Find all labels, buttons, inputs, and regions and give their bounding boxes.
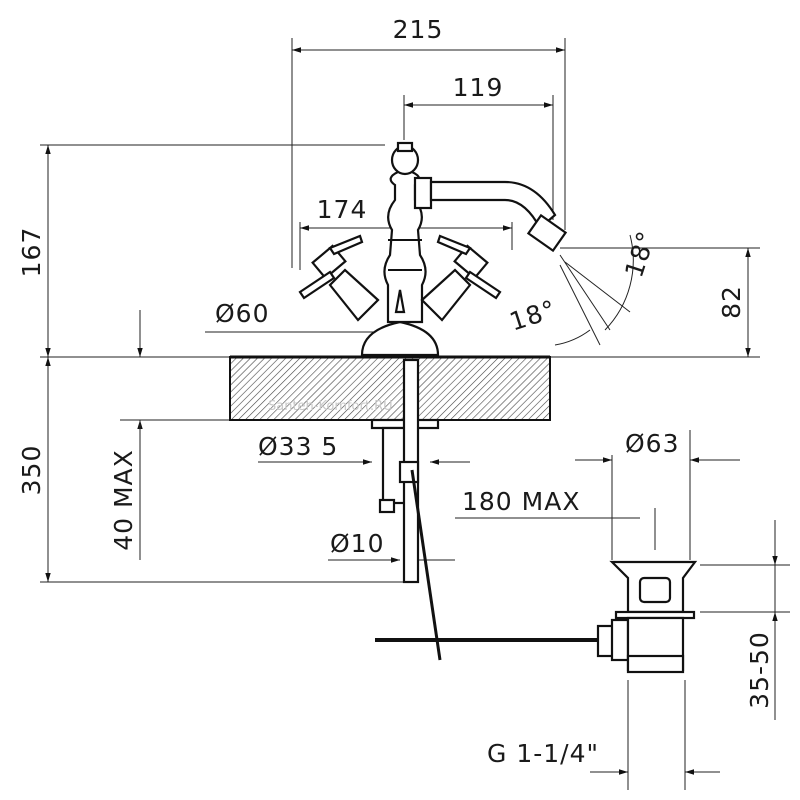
label-total-height: 167 (17, 227, 46, 278)
label-waste-diameter: Ø63 (625, 429, 680, 458)
label-overall-width: 215 (393, 15, 444, 44)
right-cross-handle (420, 234, 502, 322)
label-waste-thread: G 1-1/4" (487, 739, 599, 768)
label-spout-reach: 119 (453, 73, 504, 102)
label-angle-lower: 18° (506, 294, 560, 336)
bidet-spout (413, 176, 568, 253)
label-spout-height: 82 (717, 285, 746, 319)
label-rod-diameter: Ø10 (330, 529, 385, 558)
label-handle-span: 174 (317, 195, 368, 224)
faucet-body (360, 141, 440, 357)
left-cross-handle (298, 234, 380, 322)
label-waste-range: 35-50 (745, 631, 774, 709)
waste-assembly (609, 560, 698, 674)
label-below-deck: 350 (17, 445, 46, 496)
label-base-diameter: Ø60 (215, 299, 270, 328)
label-pop-up-reach: 180 MAX (462, 487, 580, 516)
label-angle-upper: 18° (619, 227, 661, 281)
pop-up-rod (375, 618, 630, 662)
countertop (229, 355, 551, 421)
below-deck-fittings (370, 358, 442, 661)
watermark-text: Santeh-Komfort.RU (268, 399, 393, 414)
label-deck-thickness: 40 MAX (109, 449, 138, 551)
label-deck-hole: Ø33 5 (258, 432, 338, 461)
spray-angle-indicator (554, 234, 634, 346)
extension-lines (40, 38, 760, 583)
